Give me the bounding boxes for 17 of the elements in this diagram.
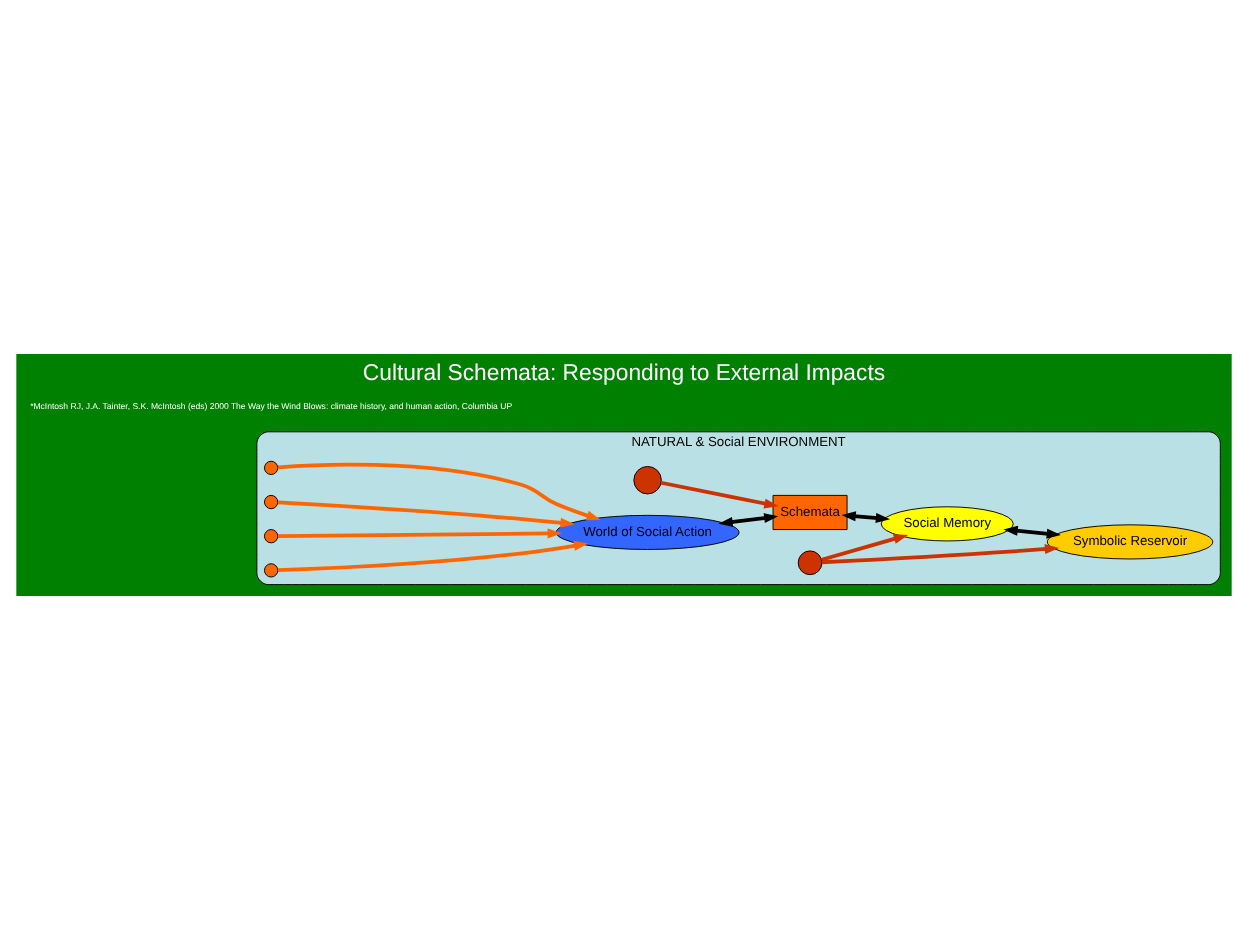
node-circle	[264, 528, 279, 543]
diagram-title: Cultural Schemata: Responding to External Impacts	[362, 360, 886, 385]
node-circle	[264, 562, 279, 577]
arrow	[277, 499, 575, 527]
arrow	[277, 539, 589, 572]
arrow	[660, 479, 779, 508]
arrow	[821, 533, 909, 561]
node-circle	[797, 549, 823, 575]
arrow	[1003, 524, 1061, 538]
arrow	[277, 527, 562, 538]
arrow	[841, 510, 891, 522]
arrow	[718, 512, 779, 526]
node-circle	[264, 459, 279, 474]
arrow	[821, 543, 1060, 564]
node-circle	[633, 465, 662, 494]
arrow	[277, 461, 601, 520]
node-circle	[264, 493, 279, 509]
